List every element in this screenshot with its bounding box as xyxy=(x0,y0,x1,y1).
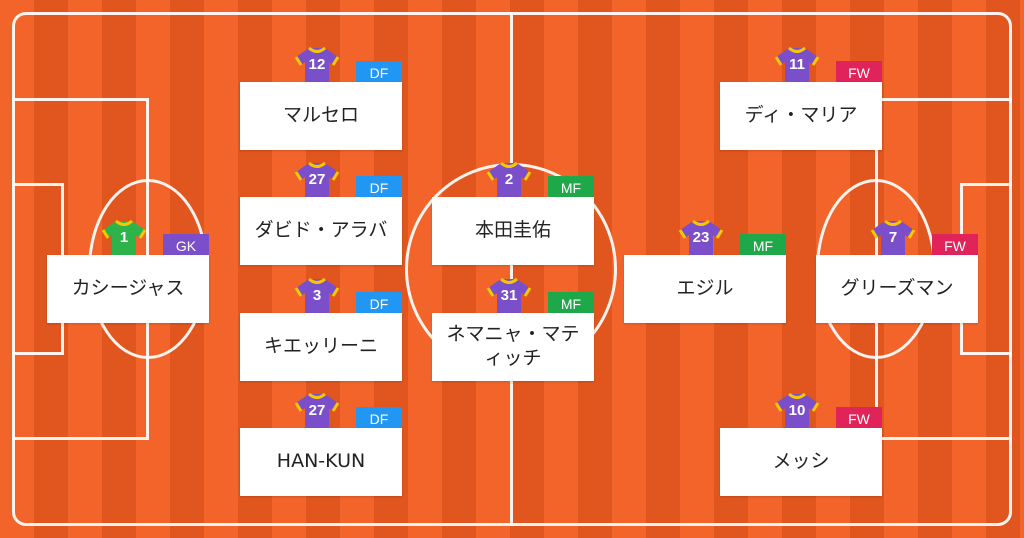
jersey-icon: 12 xyxy=(294,45,340,89)
position-badge: MF xyxy=(740,234,786,258)
player-card-ozil[interactable]: 23 MF エジル xyxy=(624,218,786,338)
position-badge: FW xyxy=(836,61,882,85)
goalkeeper-jersey-icon: 1 xyxy=(101,218,147,262)
player-name: 本田圭佑 xyxy=(432,197,594,265)
jersey-number: 27 xyxy=(308,402,326,419)
player-name: カシージャス xyxy=(47,255,209,323)
position-badge: DF xyxy=(356,176,402,200)
position-badge: FW xyxy=(932,234,978,258)
jersey-number: 2 xyxy=(504,171,514,188)
jersey-number: 3 xyxy=(312,287,322,304)
jersey-icon: 10 xyxy=(774,391,820,435)
position-badge: GK xyxy=(163,234,209,258)
position-badge: DF xyxy=(356,292,402,316)
jersey-number: 27 xyxy=(308,171,326,188)
position-badge: DF xyxy=(356,407,402,431)
jersey-icon: 31 xyxy=(486,276,532,320)
jersey-number: 10 xyxy=(788,402,806,419)
player-name: キエッリーニ xyxy=(240,313,402,381)
jersey-icon: 2 xyxy=(486,160,532,204)
position-badge: MF xyxy=(548,176,594,200)
jersey-number: 7 xyxy=(888,229,898,246)
jersey-number: 12 xyxy=(308,56,326,73)
jersey-icon: 27 xyxy=(294,160,340,204)
jersey-number: 23 xyxy=(692,229,710,246)
player-card-matic[interactable]: 31 MF ネマニャ・マテ ィッチ xyxy=(432,276,594,396)
jersey-icon: 3 xyxy=(294,276,340,320)
player-card-kashijasu[interactable]: 1 GK カシージャス xyxy=(47,218,209,338)
player-name: グリーズマン xyxy=(816,255,978,323)
jersey-number: 11 xyxy=(789,56,805,73)
player-card-alaba[interactable]: 27 DF ダビド・アラバ xyxy=(240,160,402,280)
player-card-marcelo[interactable]: 12 DF マルセロ xyxy=(240,45,402,165)
player-name: ダビド・アラバ xyxy=(240,197,402,265)
player-name: ネマニャ・マテ ィッチ xyxy=(432,313,594,381)
player-card-han-kun[interactable]: 27 DF HAN-KUN xyxy=(240,391,402,511)
position-badge: FW xyxy=(836,407,882,431)
player-name: HAN-KUN xyxy=(240,428,402,496)
jersey-icon: 11 xyxy=(774,45,820,89)
player-name: ディ・マリア xyxy=(720,82,882,150)
jersey-number: 31 xyxy=(500,287,518,304)
player-name: エジル xyxy=(624,255,786,323)
player-name: メッシ xyxy=(720,428,882,496)
player-name-line-2: ィッチ xyxy=(484,347,542,369)
player-card-di-maria[interactable]: 11 FW ディ・マリア xyxy=(720,45,882,165)
player-card-honda[interactable]: 2 MF 本田圭佑 xyxy=(432,160,594,280)
position-badge: DF xyxy=(356,61,402,85)
player-name: マルセロ xyxy=(240,82,402,150)
player-card-messi[interactable]: 10 FW メッシ xyxy=(720,391,882,511)
jersey-icon: 23 xyxy=(678,218,724,262)
player-card-griezmann[interactable]: 7 FW グリーズマン xyxy=(816,218,978,338)
position-badge: MF xyxy=(548,292,594,316)
jersey-icon: 27 xyxy=(294,391,340,435)
player-card-chiellini[interactable]: 3 DF キエッリーニ xyxy=(240,276,402,396)
player-name-line-1: ネマニャ・マテ xyxy=(446,323,580,346)
jersey-icon: 7 xyxy=(870,218,916,262)
jersey-number: 1 xyxy=(119,229,129,246)
